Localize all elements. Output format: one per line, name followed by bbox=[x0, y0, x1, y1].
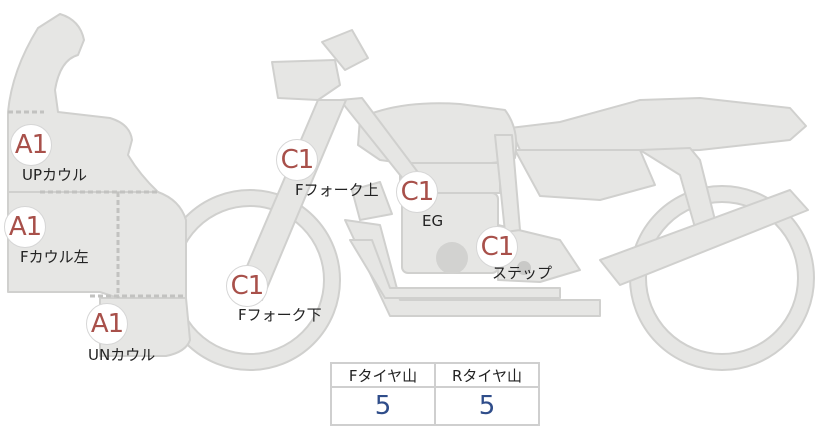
side-cover bbox=[514, 149, 656, 201]
grade-badge-f-cowl-left: A1 bbox=[4, 206, 46, 248]
label-un-cowl: UNカウル bbox=[88, 346, 156, 364]
front-tire-header: Fタイヤ山 bbox=[330, 362, 436, 388]
mirror bbox=[321, 29, 369, 71]
label-f-fork-lower: Fフォーク下 bbox=[238, 306, 322, 324]
exhaust-pipe-upper bbox=[349, 239, 561, 299]
swing-arm bbox=[599, 189, 809, 286]
grade-badge-f-fork-lower: C1 bbox=[226, 265, 268, 307]
headlight bbox=[271, 59, 341, 101]
label-up-cowl: UPカウル bbox=[22, 166, 88, 184]
front-tire-value: 5 bbox=[330, 386, 436, 426]
frame-joint bbox=[351, 181, 393, 221]
seat bbox=[509, 97, 807, 153]
grade-badge-f-fork-upper: C1 bbox=[276, 139, 318, 181]
tire-tread-table: Fタイヤ山 Rタイヤ山 5 5 bbox=[330, 362, 540, 426]
exhaust-pipe-lower bbox=[344, 219, 601, 317]
grade-badge-up-cowl: A1 bbox=[10, 124, 52, 166]
label-engine: EG bbox=[422, 212, 444, 230]
rear-tire-header: Rタイヤ山 bbox=[434, 362, 540, 388]
label-step: ステップ bbox=[492, 264, 553, 282]
rear-tire-value: 5 bbox=[434, 386, 540, 426]
grade-badge-un-cowl: A1 bbox=[86, 303, 128, 345]
grade-badge-step: C1 bbox=[476, 226, 518, 268]
grade-badge-engine: C1 bbox=[396, 171, 438, 213]
step-peg bbox=[517, 261, 531, 275]
frame-tube-2 bbox=[494, 134, 521, 233]
f-cowl-left-panel bbox=[7, 191, 187, 299]
label-f-fork-upper: Fフォーク上 bbox=[295, 181, 379, 199]
engine-cover-knob bbox=[436, 242, 468, 274]
label-f-cowl-left: Fカウル左 bbox=[20, 248, 89, 266]
